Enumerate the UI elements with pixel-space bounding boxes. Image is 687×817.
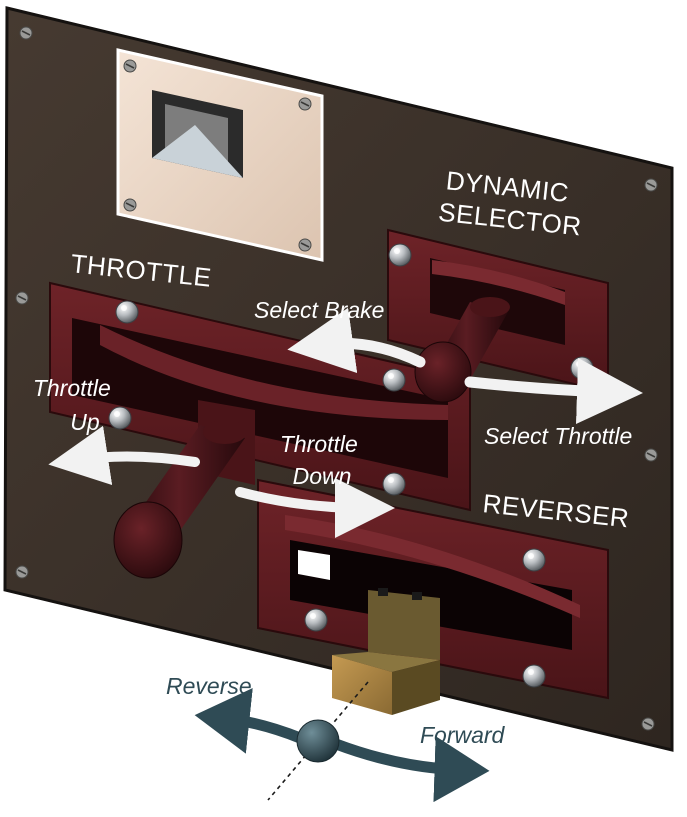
select-throttle-label: Select Throttle (484, 423, 632, 449)
reverse-label: Reverse (166, 673, 252, 699)
motion-arrows (48, 307, 643, 538)
screw-icon (19, 26, 33, 40)
forward-arrow (330, 736, 490, 803)
reverser-block[interactable] (332, 588, 440, 715)
bolt-icon (108, 406, 132, 430)
throttle-up-arrow (48, 425, 200, 486)
screw-icon (123, 59, 137, 73)
throttle-up-label: Throttle Up (33, 375, 117, 435)
throttle-down-arrow (235, 477, 395, 538)
reverse-arrow (194, 688, 306, 754)
screw-icon (15, 291, 29, 305)
screw-icon (15, 565, 29, 579)
bolt-icon (570, 356, 594, 380)
screw-icon (641, 717, 655, 731)
bolt-icon (382, 368, 406, 392)
info-plate (116, 48, 324, 262)
select-brake-label: Select Brake (254, 297, 384, 323)
select-throttle-arrow (464, 357, 643, 424)
screw-icon (644, 448, 658, 462)
bolt-icon (388, 243, 412, 267)
pivot-ball (296, 719, 340, 763)
reverser-axis-line (267, 681, 369, 801)
screw-icon (644, 178, 658, 192)
bolt-icon (522, 664, 546, 688)
screw-icon (298, 238, 312, 252)
select-brake-arrow (287, 307, 426, 374)
throttle-down-label: Throttle Down (280, 431, 364, 489)
reverser-motion (194, 681, 490, 803)
throttle-handle[interactable] (113, 420, 247, 579)
bolt-icon (382, 472, 406, 496)
bolt-icon (115, 300, 139, 324)
forward-label: Forward (420, 722, 506, 748)
dynamic-selector-handle[interactable] (414, 297, 510, 403)
screw-icon (298, 97, 312, 111)
bolt-icon (522, 548, 546, 572)
screw-icon (123, 198, 137, 212)
bolt-icon (304, 608, 328, 632)
